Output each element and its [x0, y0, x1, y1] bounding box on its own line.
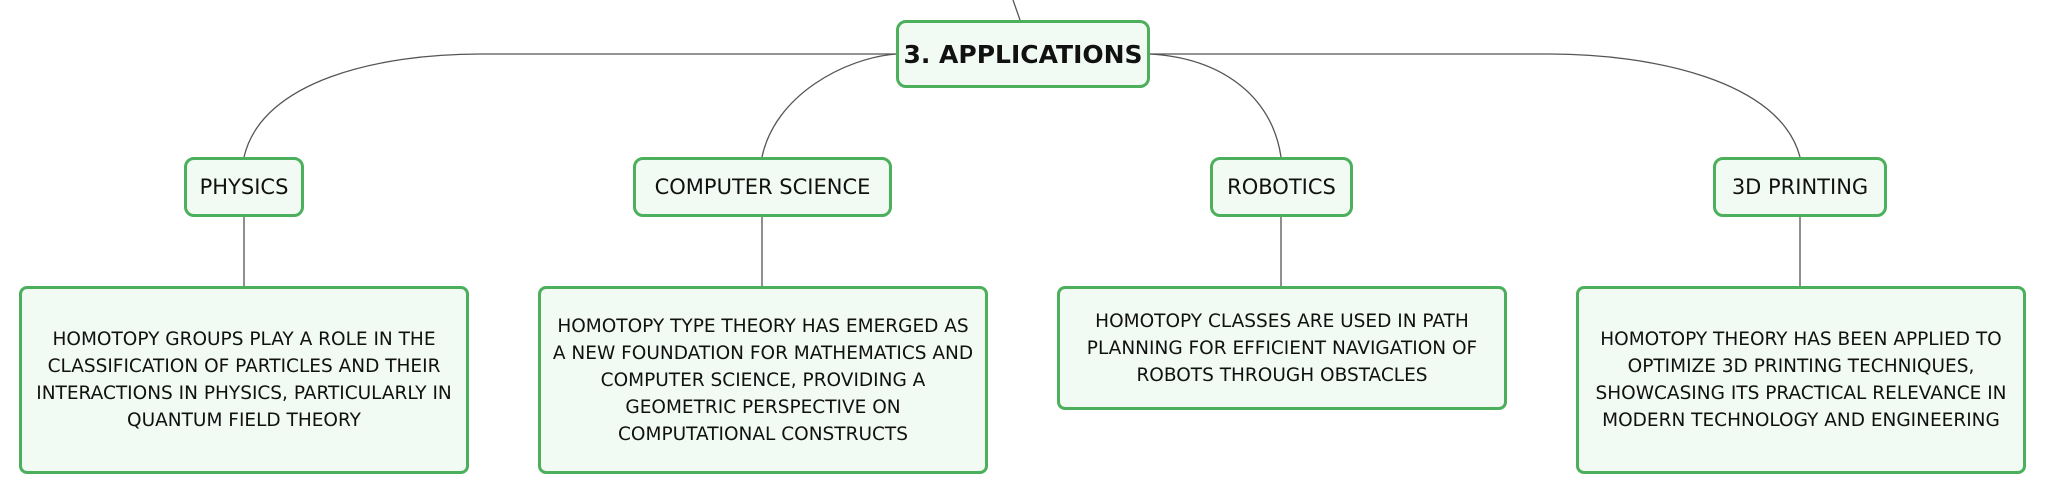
connector-root-to-3d-printing [1150, 53, 1801, 158]
root-node-applications[interactable]: 3. APPLICATIONS [896, 20, 1150, 88]
detail-node-3d-printing[interactable]: HOMOTOPY THEORY HAS BEEN APPLIED TO OPTI… [1576, 286, 2026, 474]
branch-node-3d-printing[interactable]: 3D PRINTING [1713, 157, 1887, 217]
detail-node-physics[interactable]: HOMOTOPY GROUPS PLAY A ROLE IN THE CLASS… [19, 286, 469, 474]
connector-root-to-computer-science [761, 53, 897, 158]
branch-node-robotics[interactable]: ROBOTICS [1210, 157, 1353, 217]
branch-node-physics[interactable]: PHYSICS [184, 157, 304, 217]
branch-node-computer-science[interactable]: COMPUTER SCIENCE [633, 157, 892, 217]
connector-root-to-physics [243, 53, 896, 158]
detail-node-computer-science[interactable]: HOMOTOPY TYPE THEORY HAS EMERGED AS A NE… [538, 286, 988, 474]
connector-parent-to-root [1012, 0, 1021, 21]
connector-root-to-robotics [1149, 53, 1282, 158]
detail-node-robotics[interactable]: HOMOTOPY CLASSES ARE USED IN PATH PLANNI… [1057, 286, 1507, 410]
